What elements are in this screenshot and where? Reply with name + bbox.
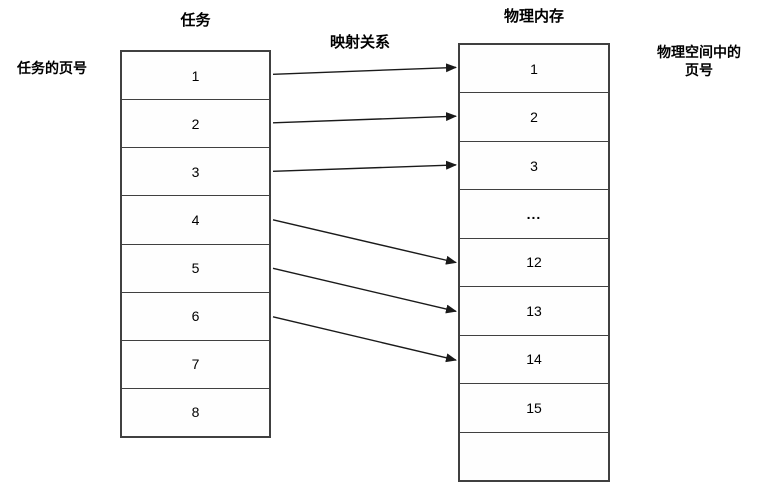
mapping-arrow (272, 63, 457, 75)
right-axis-label-line1: 物理空间中的 (657, 44, 741, 60)
physical-page-cell: 14 (460, 336, 608, 385)
right-column-title: 物理内存 (503, 8, 564, 25)
task-page-cell: 7 (122, 341, 269, 389)
physical-page-cell: 3 (460, 142, 608, 191)
right-axis-label-line2: 页号 (685, 61, 713, 78)
task-page-cell: 5 (122, 245, 269, 293)
right-axis-label: 物理空间中的 页号 (645, 44, 753, 79)
physical-page-cell: 12 (460, 239, 608, 288)
physical-page-ellipsis-cell: ... (460, 190, 608, 239)
physical-page-cell: 13 (460, 287, 608, 336)
left-axis-label: 任务的页号 (17, 60, 87, 76)
physical-page-cell: 2 (460, 93, 608, 142)
physical-page-empty-cell (460, 433, 608, 480)
task-page-table: 1 2 3 4 5 6 7 8 (120, 50, 271, 438)
mapping-arrow (272, 219, 457, 265)
task-page-cell: 4 (122, 196, 269, 245)
mapping-title: 映射关系 (329, 34, 390, 51)
left-column-title: 任务 (180, 12, 211, 29)
mapping-arrow (272, 160, 457, 172)
physical-page-cell: 1 (460, 45, 608, 94)
mapping-arrow (272, 112, 457, 124)
mapping-arrow (272, 267, 457, 314)
task-page-cell: 1 (122, 52, 269, 101)
mapping-arrow (272, 316, 457, 363)
task-page-cell: 8 (191, 404, 200, 421)
physical-memory-table: 1 2 3 ... 12 13 14 15 (458, 43, 610, 482)
physical-page-cell: 15 (460, 384, 608, 433)
task-page-cell: 3 (122, 148, 269, 197)
task-page-cell: 2 (122, 100, 269, 149)
task-page-cell: 6 (122, 293, 269, 341)
